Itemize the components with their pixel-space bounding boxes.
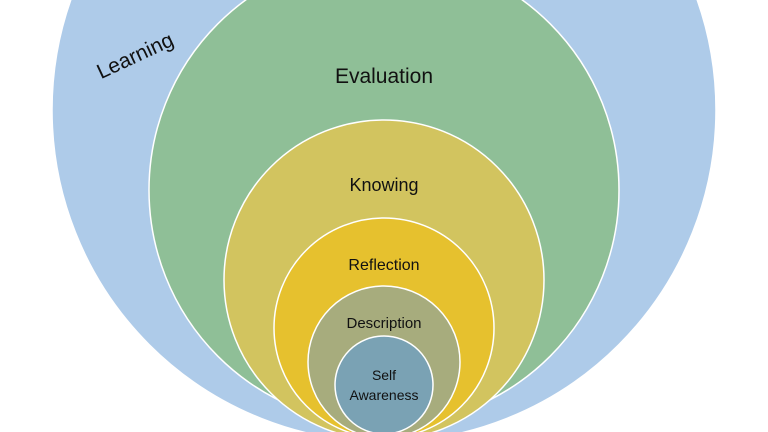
description-label: Description: [346, 315, 421, 332]
self-awareness-label-line2: Awareness: [349, 387, 418, 403]
self-awareness-label-line1: Self: [372, 367, 396, 383]
knowing-label: Knowing: [349, 175, 418, 195]
self-awareness-circle: [334, 335, 434, 432]
reflection-label: Reflection: [348, 257, 419, 274]
evaluation-label: Evaluation: [335, 65, 433, 88]
